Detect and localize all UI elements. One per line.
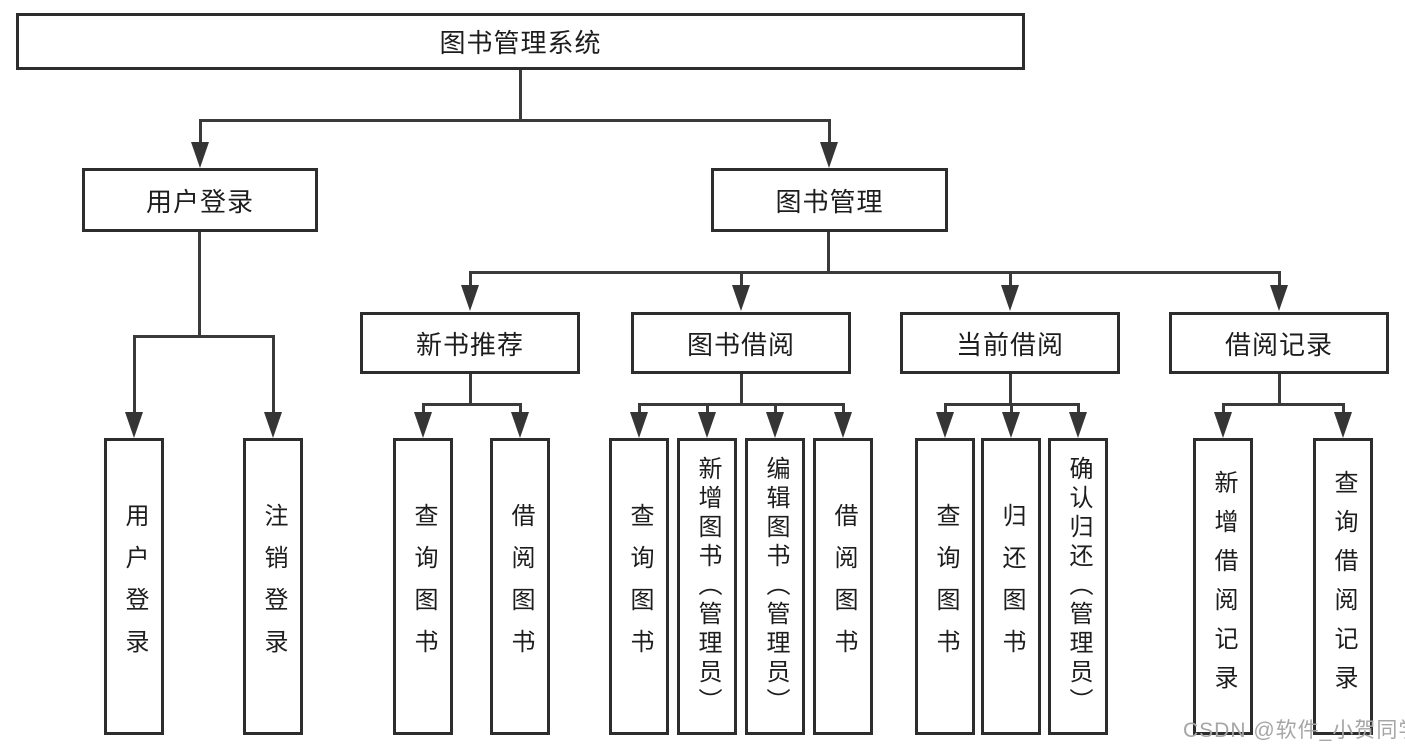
leaf-label: 编辑图书（管理员） (762, 456, 789, 717)
leaf-label: 查询借阅记录 (1330, 469, 1357, 704)
arrow-down-icon (191, 142, 209, 168)
connector-line (519, 70, 522, 122)
node-book-borrowing: 图书借阅 (631, 312, 851, 374)
arrow-down-icon (936, 412, 954, 438)
arrow-down-icon (1214, 412, 1232, 438)
leaf-label: 用户登录 (121, 502, 148, 671)
arrow-down-icon (1001, 285, 1019, 311)
node-user-login: 用户登录 (82, 168, 318, 232)
connector-line (638, 403, 641, 415)
leaf-add-borrow-record: 新增借阅记录 (1193, 438, 1253, 735)
node-book-management: 图书管理 (711, 168, 948, 232)
leaf-label: 归还图书 (998, 502, 1025, 671)
leaf-label: 新增借阅记录 (1210, 469, 1237, 704)
arrow-down-icon (414, 412, 432, 438)
connector-line (944, 403, 947, 415)
leaf-label: 确认归还（管理员） (1065, 456, 1092, 717)
leaf-label: 借阅图书 (830, 502, 857, 671)
arrow-down-icon (732, 285, 750, 311)
connector-line (1222, 403, 1225, 415)
leaf-user-login: 用户登录 (104, 438, 164, 735)
leaf-label: 借阅图书 (507, 502, 534, 671)
connector-line (1222, 403, 1344, 406)
node-current-borrowing: 当前借阅 (900, 312, 1120, 374)
leaf-query-books-borrow: 查询图书 (609, 438, 669, 735)
leaf-query-borrow-record: 查询借阅记录 (1313, 438, 1373, 735)
connector-line (199, 119, 831, 122)
arrow-down-icon (461, 285, 479, 311)
leaf-edit-book-admin: 编辑图书（管理员） (745, 438, 805, 735)
connector-line (740, 271, 743, 289)
arrow-down-icon (511, 412, 529, 438)
arrow-down-icon (698, 412, 716, 438)
connector-line (1278, 271, 1281, 289)
connector-line (1010, 403, 1013, 415)
connector-line (422, 403, 522, 406)
connector-line (774, 403, 777, 415)
connector-line (1077, 403, 1080, 415)
connector-line (842, 403, 845, 415)
watermark: CSDN @软件_小贺同学 (1183, 719, 1405, 742)
arrow-down-icon (834, 412, 852, 438)
leaf-query-books-current: 查询图书 (915, 438, 975, 735)
connector-line (469, 271, 1281, 274)
leaf-label: 查询图书 (626, 502, 653, 671)
leaf-return-book: 归还图书 (981, 438, 1041, 735)
arrow-down-icon (1334, 412, 1352, 438)
connector-line (1009, 271, 1012, 289)
connector-line (272, 335, 275, 416)
connector-line (199, 119, 202, 146)
arrow-down-icon (1069, 412, 1087, 438)
connector-line (638, 403, 844, 406)
connector-line (519, 403, 522, 415)
leaf-confirm-return-admin: 确认归还（管理员） (1048, 438, 1108, 735)
node-borrowing-records: 借阅记录 (1169, 312, 1389, 374)
connector-line (1278, 374, 1281, 405)
arrow-down-icon (125, 412, 143, 438)
connector-line (469, 374, 472, 405)
leaf-logout-login: 注销登录 (243, 438, 303, 735)
leaf-label: 查询图书 (932, 502, 959, 671)
connector-line (828, 119, 831, 146)
node-library-management-system: 图书管理系统 (16, 13, 1025, 70)
leaf-label: 注销登录 (260, 502, 287, 671)
leaf-query-books-recommend: 查询图书 (393, 438, 453, 735)
arrow-down-icon (1270, 285, 1288, 311)
connector-line (1342, 403, 1345, 415)
arrow-down-icon (630, 412, 648, 438)
connector-line (706, 403, 709, 415)
leaf-borrow-book: 借阅图书 (813, 438, 873, 735)
leaf-borrow-books-recommend: 借阅图书 (490, 438, 550, 735)
connector-line (827, 232, 830, 274)
leaf-label: 查询图书 (410, 502, 437, 671)
connector-line (740, 374, 743, 405)
arrow-down-icon (264, 412, 282, 438)
connector-line (133, 335, 275, 338)
leaf-label: 新增图书（管理员） (694, 456, 721, 717)
connector-line (133, 335, 136, 416)
connector-line (198, 232, 201, 338)
node-new-book-recommend: 新书推荐 (360, 312, 580, 374)
connector-line (1009, 374, 1012, 405)
connector-line (422, 403, 425, 415)
leaf-add-book-admin: 新增图书（管理员） (677, 438, 737, 735)
arrow-down-icon (820, 142, 838, 168)
connector-line (469, 271, 472, 289)
arrow-down-icon (766, 412, 784, 438)
arrow-down-icon (1002, 412, 1020, 438)
